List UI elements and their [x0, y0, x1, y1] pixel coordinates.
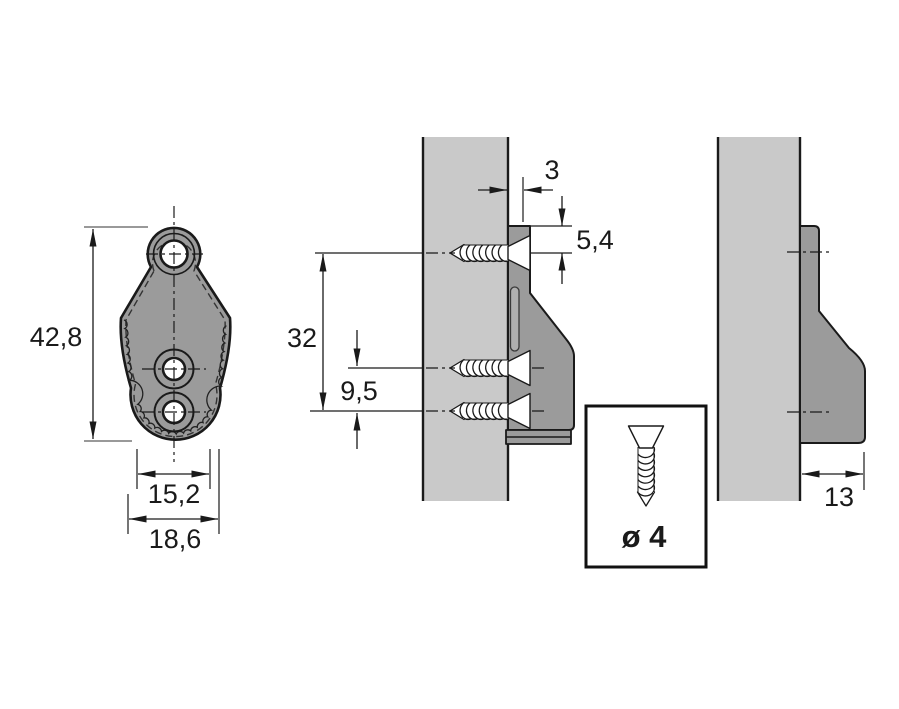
ext-lines-overall-width: [127, 449, 220, 534]
ref-lines-top-offset: [528, 225, 572, 254]
screw-diameter-label: ø 4: [622, 519, 668, 554]
dim-overall-width: 18,6: [149, 524, 202, 554]
dim-hole-spacing-lower: 9,5: [340, 376, 378, 406]
dim-hole-spacing-total: 32: [287, 323, 317, 353]
dim-overall-height: 42,8: [30, 322, 83, 352]
dim-top-hole-offset: 5,4: [576, 225, 614, 255]
cabinet-panel-side: [718, 137, 800, 501]
side-view: 13: [716, 137, 866, 512]
screw-spec-box: ø 4: [584, 404, 708, 569]
cabinet-panel: [423, 137, 508, 501]
ext-lines-spacing: [310, 252, 422, 412]
dim-edge-distance: 3: [544, 155, 559, 185]
dim-mounting-depth: 13: [824, 482, 854, 512]
section-view: 3 5,4 32 9,5: [287, 137, 614, 501]
dim-body-width: 15,2: [148, 479, 201, 509]
front-view: 42,8 15,2 18,6: [30, 206, 232, 554]
flange-side-profile: [799, 225, 866, 444]
ext-lines-body-width: [136, 449, 211, 489]
flange-slot: [509, 286, 520, 352]
